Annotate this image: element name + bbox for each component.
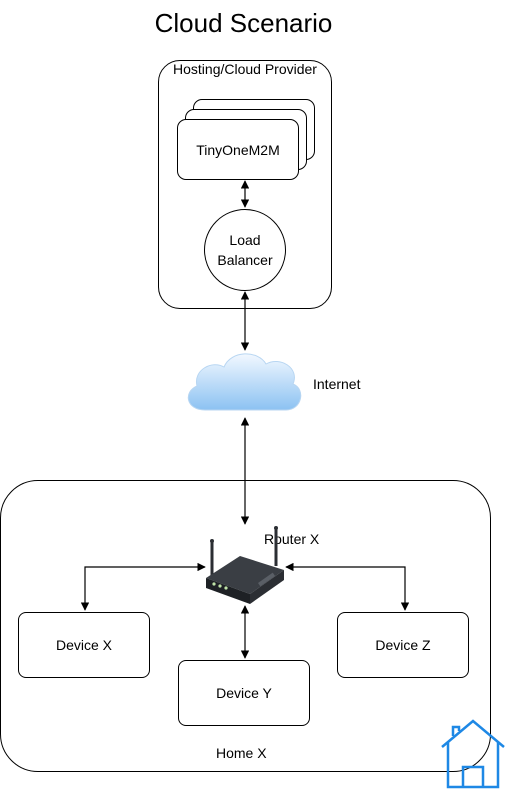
load-balancer-node: Load Balancer bbox=[204, 209, 286, 291]
home-icon bbox=[441, 719, 505, 789]
connector-router-device-x bbox=[80, 562, 206, 611]
connector-router-device-z bbox=[285, 562, 410, 611]
device-y-node: Device Y bbox=[178, 660, 310, 726]
device-x-node: Device X bbox=[18, 612, 150, 678]
device-z-label: Device Z bbox=[375, 637, 431, 653]
provider-label: Hosting/Cloud Provider bbox=[173, 61, 317, 77]
service-instance-front: TinyOneM2M bbox=[177, 119, 299, 180]
diagram-title: Cloud Scenario bbox=[154, 8, 333, 38]
router-icon bbox=[206, 526, 284, 604]
home-label: Home X bbox=[216, 745, 267, 761]
load-balancer-label: Load Balancer bbox=[217, 232, 273, 268]
device-x-label: Device X bbox=[55, 637, 113, 653]
service-label: TinyOneM2M bbox=[196, 141, 280, 158]
device-z-node: Device Z bbox=[337, 612, 469, 678]
internet-label: Internet bbox=[313, 376, 361, 392]
cloud-icon bbox=[187, 353, 302, 411]
device-y-label: Device Y bbox=[216, 685, 272, 701]
router-label: Router X bbox=[264, 531, 320, 547]
